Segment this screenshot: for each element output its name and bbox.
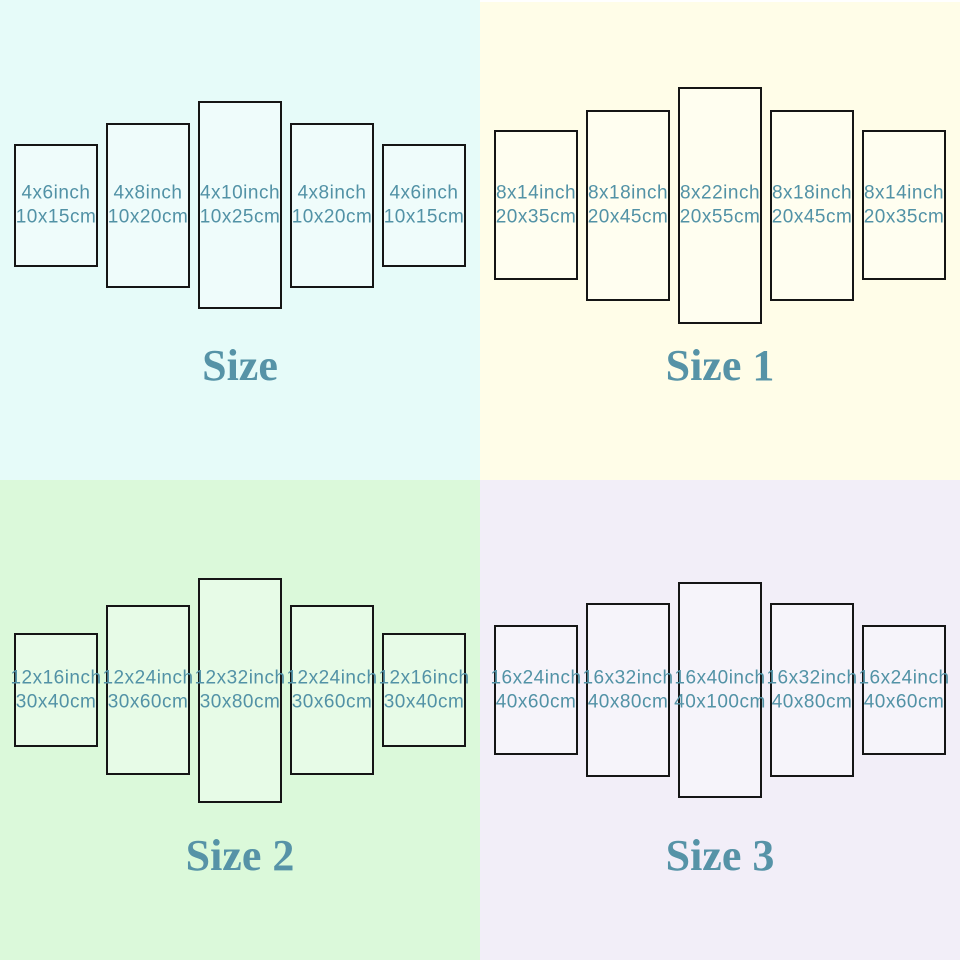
panel-size-cm: 30x60cm — [107, 691, 189, 712]
panel-size-cm: 20x55cm — [679, 206, 761, 227]
quadrant-title: Size 1 — [665, 341, 775, 390]
panel-size-cm: 20x35cm — [495, 206, 577, 227]
panel-size-inches: 12x32inch — [194, 667, 286, 689]
panel-size-cm: 30x60cm — [291, 691, 373, 712]
panel-size-cm: 40x100cm — [674, 691, 766, 712]
panel-size-inches: 16x40inch — [674, 667, 766, 689]
panel-size-inches: 12x16inch — [10, 667, 102, 689]
panel-size-cm: 40x80cm — [771, 691, 853, 712]
top-edge-artifact — [480, 0, 960, 2]
panel-size-inches: 4x8inch — [113, 182, 183, 204]
panel-size-cm: 30x40cm — [383, 691, 465, 712]
panel-size-cm: 40x60cm — [863, 691, 945, 712]
panel-size-cm: 40x80cm — [587, 691, 669, 712]
panel-size-inches: 4x6inch — [21, 182, 91, 204]
panel-size-cm: 20x45cm — [587, 206, 669, 227]
panel-size-cm: 30x40cm — [15, 691, 97, 712]
panel-size-inches: 12x24inch — [286, 667, 378, 689]
panel-size-inches: 16x32inch — [766, 667, 858, 689]
panel-size-cm: 10x20cm — [291, 206, 373, 227]
panel-size-inches: 16x24inch — [858, 667, 950, 689]
quadrant-title: Size — [202, 341, 278, 390]
panel-size-cm: 10x15cm — [15, 206, 97, 227]
panel-size-cm: 10x20cm — [107, 206, 189, 227]
quadrant-title: Size 3 — [665, 831, 775, 880]
panel-size-inches: 8x18inch — [587, 182, 669, 204]
panel-size-inches: 4x6inch — [389, 182, 459, 204]
panel-size-inches: 8x18inch — [771, 182, 853, 204]
panel-size-inches: 8x22inch — [679, 182, 761, 204]
panel-size-inches: 8x14inch — [863, 182, 945, 204]
panel-size-cm: 10x15cm — [383, 206, 465, 227]
panel-size-inches: 16x32inch — [582, 667, 674, 689]
panel-size-cm: 30x80cm — [199, 691, 281, 712]
panel-size-inches: 12x24inch — [102, 667, 194, 689]
panel-size-cm: 40x60cm — [495, 691, 577, 712]
panel-size-inches: 8x14inch — [495, 182, 577, 204]
panel-size-cm: 20x45cm — [771, 206, 853, 227]
panel-size-cm: 10x25cm — [199, 206, 281, 227]
panel-size-inches: 4x10inch — [199, 182, 281, 204]
quadrant-title: Size 2 — [185, 831, 295, 880]
panel-size-inches: 12x16inch — [378, 667, 470, 689]
panel-size-inches: 4x8inch — [297, 182, 367, 204]
panel-size-inches: 16x24inch — [490, 667, 582, 689]
panel-size-cm: 20x35cm — [863, 206, 945, 227]
